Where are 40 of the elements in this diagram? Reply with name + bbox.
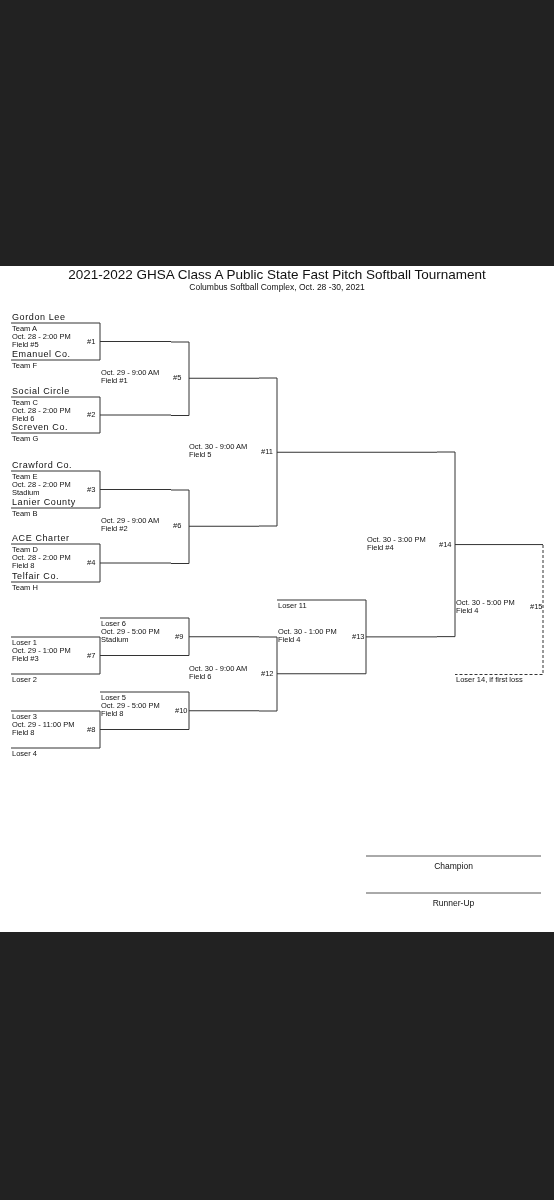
bracket-line [99, 489, 172, 490]
team-name: Crawford Co. [12, 461, 73, 470]
bracket-line [365, 636, 438, 638]
caption-label: Runner-Up [431, 899, 476, 908]
bracket-line [188, 377, 260, 379]
game-bracket [100, 691, 190, 731]
game-bracket [171, 489, 189, 563]
bracket-line [99, 341, 172, 342]
bracket-line [454, 544, 544, 546]
game-bracket [10, 386, 102, 444]
bracket-line [276, 673, 367, 675]
subtitle: Columbus Softball Complex, Oct. 28 -30, 2021 [188, 283, 366, 292]
caption-label: Champion [433, 862, 474, 871]
game-bracket [171, 341, 189, 415]
game-bracket [10, 533, 102, 593]
game-bracket [10, 635, 102, 684]
bracket-line [99, 729, 190, 730]
team-name: Social Circle [12, 387, 70, 396]
game-bracket [10, 709, 102, 758]
bracket-line [276, 451, 438, 453]
bracket-line [99, 655, 190, 656]
game-bracket [437, 452, 455, 637]
team-name: Lanier County [12, 498, 76, 507]
bracket-line [188, 525, 260, 527]
game-bracket [259, 636, 277, 711]
team-name: ACE Charter [12, 534, 70, 543]
game-bracket [100, 617, 190, 657]
team-name: Gordon Lee [12, 313, 66, 322]
team-name: Telfair Co. [12, 572, 60, 581]
title: 2021-2022 GHSA Class A Public State Fast Pitch Softball Tournament [67, 268, 487, 282]
bracket-line [99, 414, 172, 416]
team-name: Screven Co. [12, 423, 69, 432]
bracket-line [188, 710, 260, 712]
bracket-line [188, 636, 260, 638]
team-name: Emanuel Co. [12, 350, 71, 359]
game-bracket [10, 312, 102, 371]
game-bracket [259, 378, 277, 527]
game-bracket [277, 599, 367, 675]
bracket-line [99, 562, 172, 564]
game-bracket [10, 460, 102, 519]
